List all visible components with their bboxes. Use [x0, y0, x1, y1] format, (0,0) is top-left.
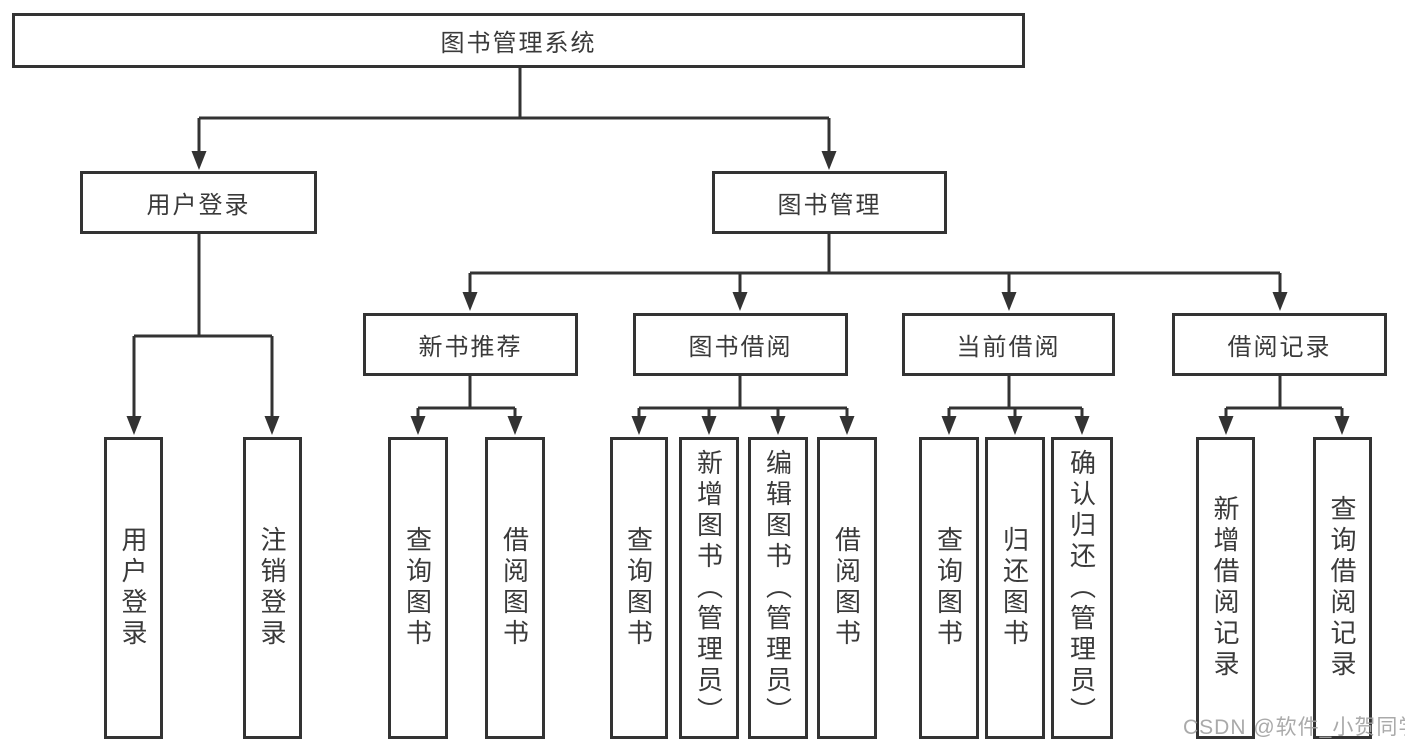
arrowhead-icon	[507, 416, 523, 435]
arrowhead-icon	[1007, 416, 1023, 435]
arrowhead-icon	[770, 416, 786, 435]
arrowhead-icon	[1001, 292, 1017, 311]
leaf-borrow-books-recommend: 借阅图书	[485, 437, 545, 739]
arrowhead-icon	[839, 416, 855, 435]
arrowhead-icon	[462, 292, 478, 311]
arrowhead-icon	[126, 416, 142, 435]
leaf-query-books-current: 查询图书	[919, 437, 979, 739]
node-current-borrowing: 当前借阅	[902, 313, 1115, 376]
arrowhead-icon	[701, 416, 717, 435]
connector-path	[132, 68, 1344, 416]
arrowhead-icon	[941, 416, 957, 435]
arrowhead-icon	[191, 151, 207, 170]
arrowhead-icon	[1334, 416, 1350, 435]
csdn-watermark: CSDN @软件_小贺同学	[1183, 716, 1405, 739]
node-new-book-recommend: 新书推荐	[363, 313, 578, 376]
arrowhead-icon	[264, 416, 280, 435]
leaf-add-book-admin: 新增图书（管理员）	[679, 437, 739, 739]
leaf-user-login: 用户登录	[104, 437, 163, 739]
leaf-add-borrow-record: 新增借阅记录	[1196, 437, 1255, 739]
arrowhead-icon	[821, 151, 837, 170]
arrowhead-icon	[631, 416, 647, 435]
node-book-management: 图书管理	[712, 171, 947, 234]
node-library-system: 图书管理系统	[12, 13, 1025, 68]
node-user-login: 用户登录	[80, 171, 317, 234]
leaf-query-borrow-record: 查询借阅记录	[1313, 437, 1372, 739]
leaf-confirm-return-admin: 确认归还（管理员）	[1051, 437, 1113, 739]
leaf-query-books-recommend: 查询图书	[388, 437, 448, 739]
leaf-edit-book-admin: 编辑图书（管理员）	[748, 437, 808, 739]
leaf-borrow-books: 借阅图书	[817, 437, 877, 739]
arrowhead-icon	[1074, 416, 1090, 435]
leaf-return-book: 归还图书	[985, 437, 1045, 739]
leaf-logout: 注销登录	[243, 437, 302, 739]
arrowhead-icon	[1272, 292, 1288, 311]
arrowhead-icon	[732, 292, 748, 311]
node-book-borrowing: 图书借阅	[633, 313, 848, 376]
node-borrowing-records: 借阅记录	[1172, 313, 1387, 376]
arrowhead-icon	[410, 416, 426, 435]
arrowhead-icon	[1218, 416, 1234, 435]
leaf-query-books-borrowing: 查询图书	[610, 437, 668, 739]
